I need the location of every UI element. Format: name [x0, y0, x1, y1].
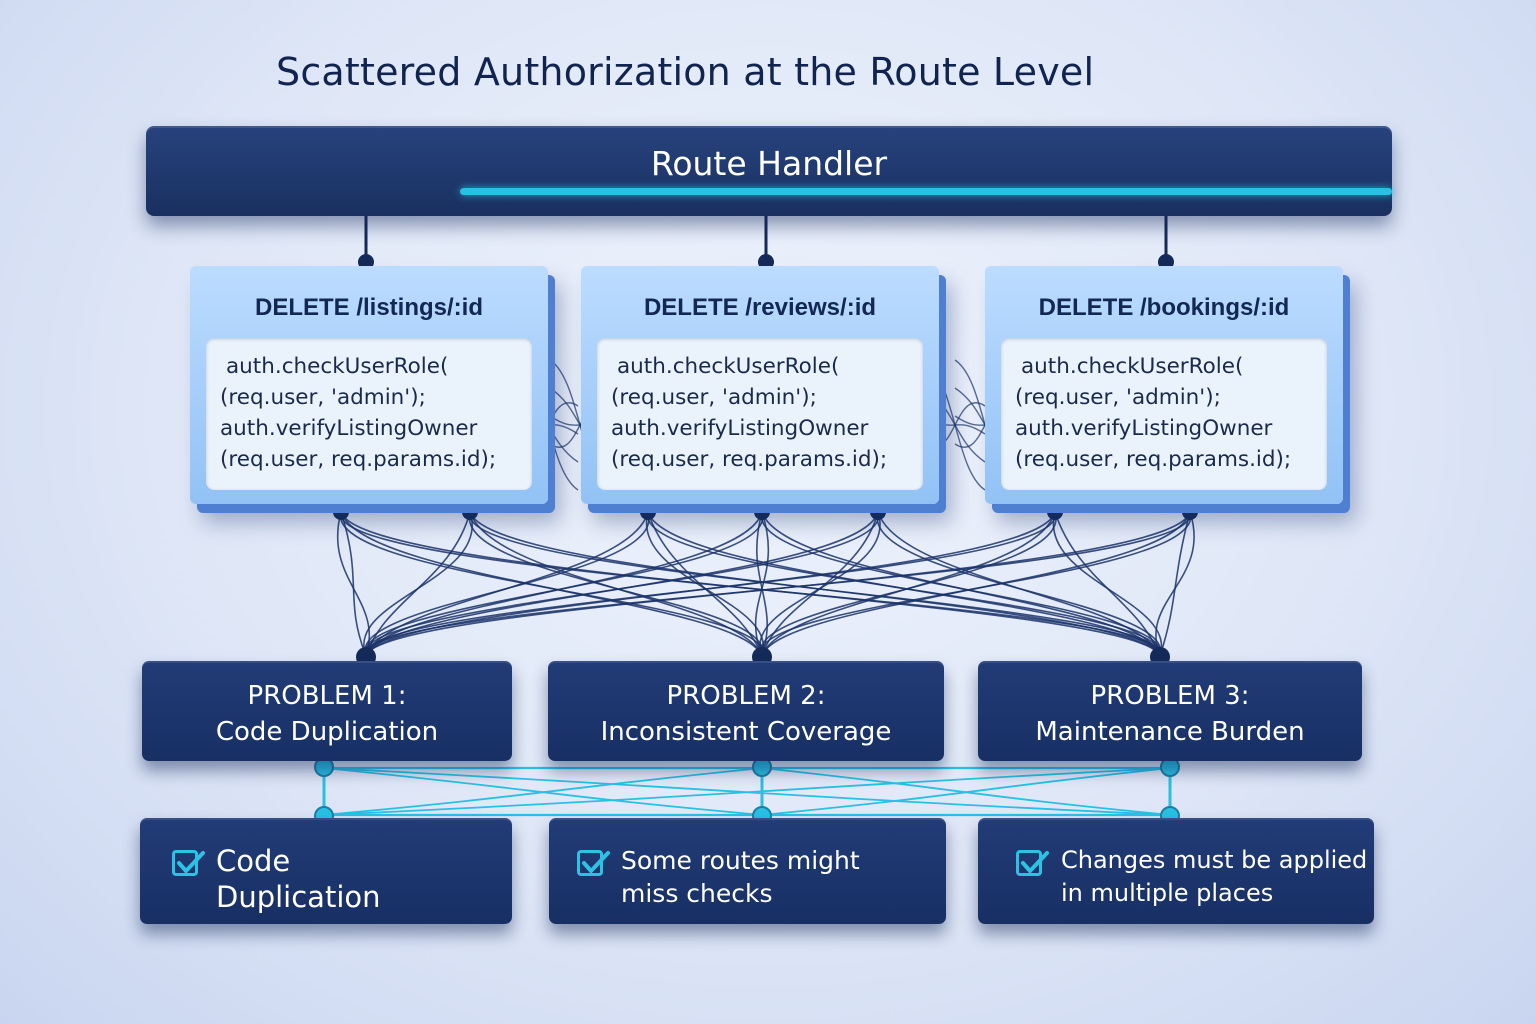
page-title: Scattered Authorization at the Route Lev… [276, 50, 1095, 94]
tangle-wire [469, 511, 763, 657]
code-line: (req.user, req.params.id); [220, 447, 497, 472]
coverage-wire [323, 767, 763, 816]
checkbox-icon [577, 850, 610, 876]
code-line: (req.user, 'admin'); [1015, 385, 1221, 410]
code-line: auth.verifyListingOwner [611, 416, 869, 441]
code-line: auth.verifyListingOwner [220, 416, 478, 441]
problem-card-3: PROBLEM 3: Maintenance Burden [978, 661, 1362, 761]
route-card-listings: DELETE /listings/:id auth.checkUserRole(… [190, 266, 548, 504]
problem-number: PROBLEM 3: [1090, 681, 1250, 711]
problem-card-2: PROBLEM 2: Inconsistent Coverage [548, 661, 944, 761]
detail-text-line: miss checks [621, 879, 773, 908]
route-title: DELETE /bookings/:id [1038, 294, 1290, 321]
checkbox-icon [172, 850, 205, 876]
coverage-wire [323, 767, 1171, 816]
code-line: auth.verifyListingOwner [1015, 416, 1273, 441]
tangle-wire [469, 511, 1161, 657]
detail-text-line: Code [216, 844, 291, 878]
route-node-dot [754, 504, 770, 520]
route-handler-bar: Route Handler [146, 126, 1392, 216]
code-line: (req.user, req.params.id); [611, 447, 888, 472]
coverage-wire [761, 767, 1171, 816]
detail-card-3: Changes must be applied in multiple plac… [978, 818, 1374, 924]
detail-text-line: Changes must be applied [1061, 846, 1368, 874]
tangle-wire [340, 511, 1161, 657]
tangle-wire [761, 511, 1056, 657]
problem-number: PROBLEM 1: [247, 681, 407, 711]
detail-text-line: Duplication [216, 880, 381, 914]
route-node-dot [333, 504, 349, 520]
route-node-dot [1047, 504, 1063, 520]
route-card-reviews: DELETE /reviews/:id auth.checkUserRole( … [581, 266, 939, 504]
code-line: auth.checkUserRole( [617, 354, 840, 379]
tangle-wire [759, 511, 881, 657]
code-line: auth.checkUserRole( [226, 354, 449, 379]
code-line: auth.checkUserRole( [1021, 354, 1244, 379]
route-handler-accent-line [460, 188, 1392, 195]
tangle-wire [877, 511, 1161, 657]
code-line: (req.user, req.params.id); [1015, 447, 1292, 472]
tangle-wire [1054, 511, 1161, 657]
tangle-wire [647, 511, 1161, 657]
tangle-wire [363, 511, 473, 657]
problem-number: PROBLEM 2: [666, 681, 826, 711]
route-title: DELETE /listings/:id [254, 294, 483, 321]
tangle-wire [365, 511, 1056, 657]
tangle-wire [760, 511, 1057, 657]
route-handler-label: Route Handler [650, 144, 888, 183]
tangle-wire [365, 511, 1191, 657]
problem-name: Maintenance Burden [1035, 717, 1305, 747]
route-node-dot [1182, 504, 1198, 520]
tangle-wire [365, 511, 879, 657]
tangle-wire [754, 511, 770, 657]
code-line: (req.user, 'admin'); [220, 385, 426, 410]
problem-name: Inconsistent Coverage [600, 717, 892, 747]
tangle-wire [761, 511, 1161, 657]
code-block: auth.checkUserRole( (req.user, 'admin');… [206, 338, 532, 490]
route-node-dot [640, 504, 656, 520]
tangle-wire [1155, 511, 1195, 657]
detail-text-line: in multiple places [1061, 879, 1274, 907]
tangle-wire [468, 511, 764, 657]
tangle-wire [365, 511, 879, 657]
problem-name: Code Duplication [215, 717, 439, 747]
code-block: auth.checkUserRole( (req.user, 'admin');… [1001, 338, 1327, 490]
detail-card-2: Some routes might miss checks [549, 818, 946, 924]
tangle-wire [364, 511, 650, 657]
route-node-dot [462, 504, 478, 520]
tangle-wire [364, 511, 764, 657]
route-card-bookings: DELETE /bookings/:id auth.checkUserRole(… [985, 266, 1343, 504]
tangle-wire [340, 511, 367, 657]
route-title: DELETE /reviews/:id [643, 294, 877, 321]
detail-card-1: Code Duplication [140, 818, 512, 924]
checkbox-icon [1016, 850, 1049, 876]
code-line: (req.user, 'admin'); [611, 385, 817, 410]
tangle-wire [340, 511, 763, 657]
detail-text-line: Some routes might [621, 846, 860, 875]
route-node-dot [870, 504, 886, 520]
problem-card-1: PROBLEM 1: Code Duplication [142, 661, 512, 761]
tangle-wire [760, 511, 1192, 657]
tangle-wire [647, 511, 1161, 657]
code-block: auth.checkUserRole( (req.user, 'admin');… [597, 338, 923, 490]
